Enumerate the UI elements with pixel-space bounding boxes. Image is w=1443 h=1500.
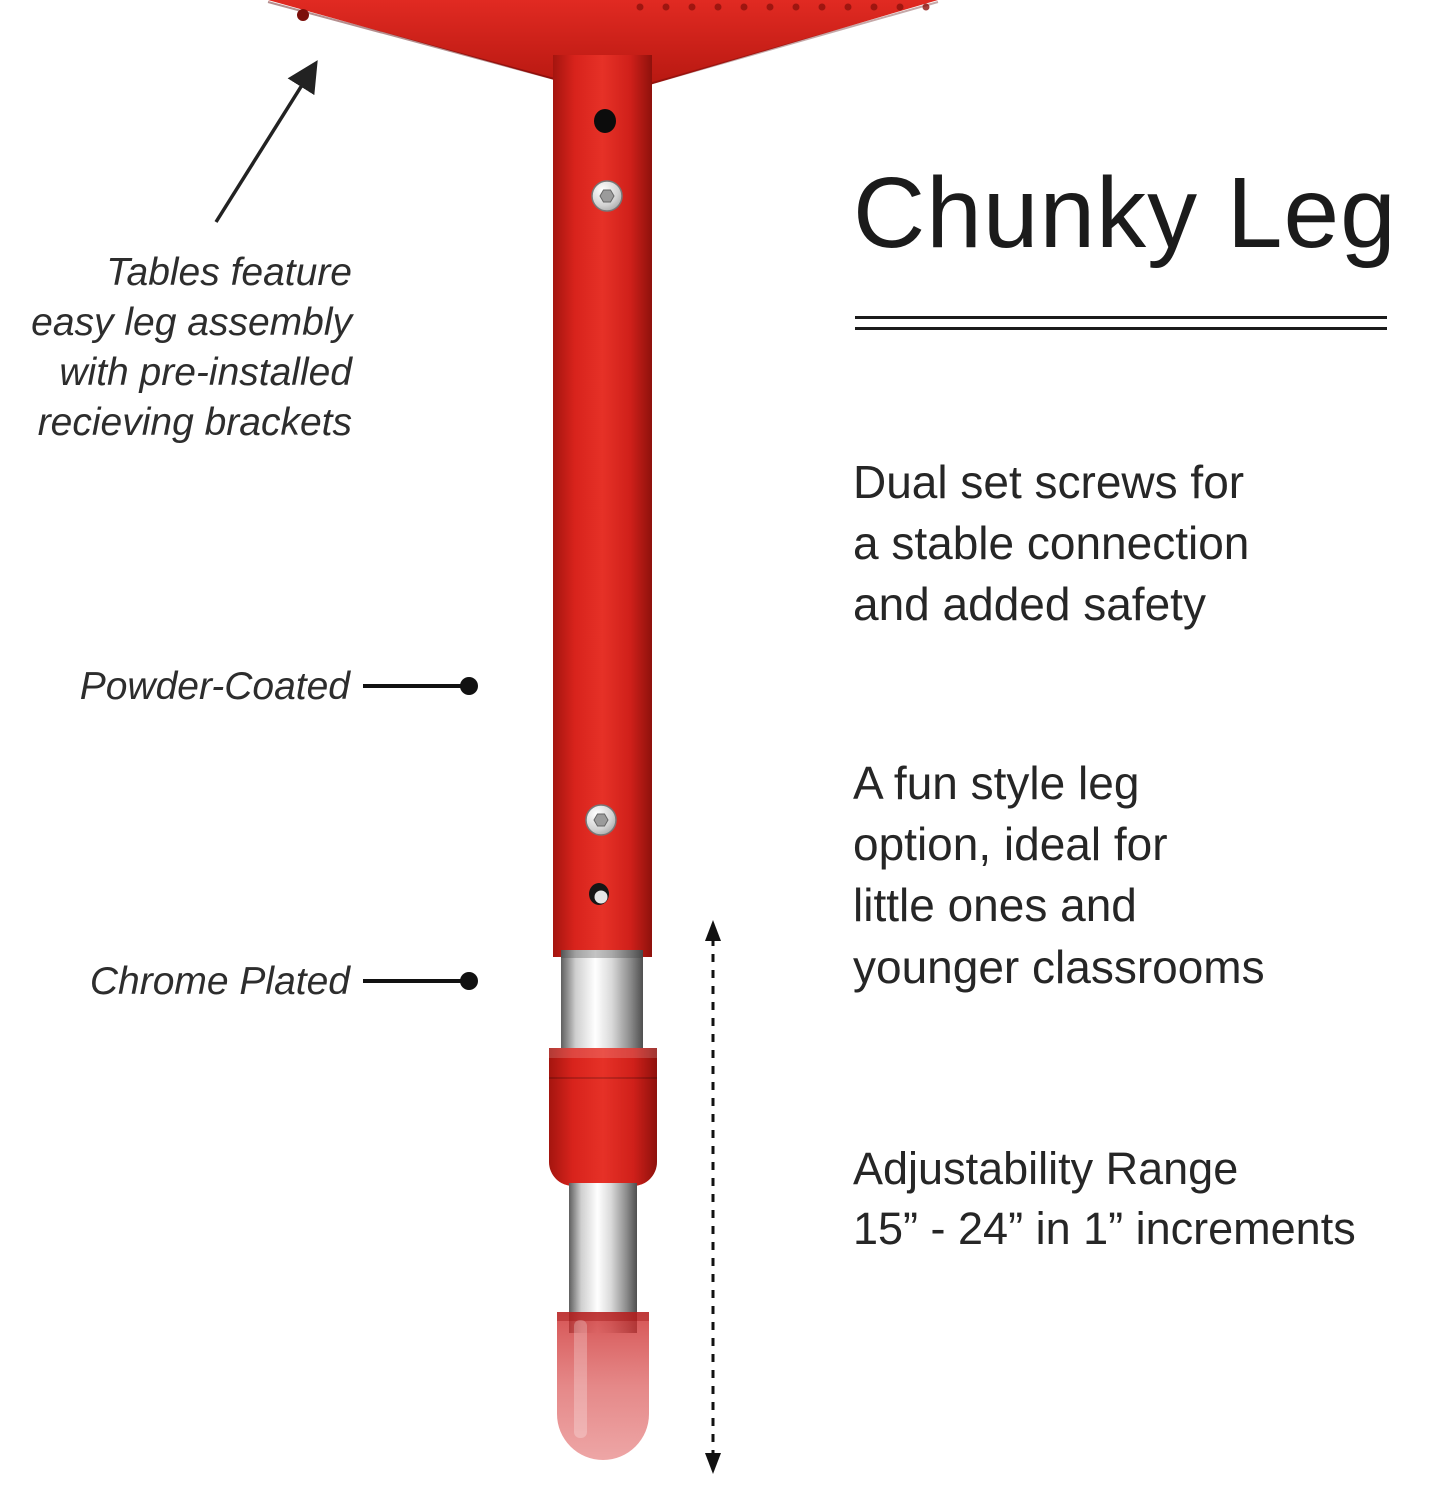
adjustment-collar — [549, 1048, 657, 1186]
feature-fun-style: A fun style leg option, ideal for little… — [853, 757, 1265, 993]
screw-hole-bottom — [589, 883, 609, 905]
chrome-plated-callout — [363, 972, 478, 990]
title-underline — [855, 316, 1387, 330]
mounting-plate — [267, 0, 939, 96]
adjustability-arrow — [705, 920, 721, 1474]
chrome-upper-section — [561, 950, 643, 1060]
foot-cap — [557, 1312, 649, 1460]
powder-coated-label: Powder-Coated — [79, 665, 350, 708]
plate-hole — [297, 9, 309, 21]
feature-dual-screws: Dual set screws for a stable connection … — [853, 456, 1250, 631]
product-title: Chunky Leg — [853, 157, 1397, 269]
chrome-plated-label: Chrome Plated — [89, 960, 350, 1003]
powder-coated-callout — [363, 677, 478, 695]
chrome-plated-callout-dot — [460, 972, 478, 990]
assembly-note: Tables feature easy leg assembly with pr… — [31, 251, 352, 444]
feature-adjustability: Adjustability Range 15” - 24” in 1” incr… — [853, 1143, 1356, 1254]
plate-hole-row — [636, 3, 930, 11]
set-screw-bottom — [585, 804, 617, 836]
powder-coated-callout-dot — [460, 677, 478, 695]
set-screw-top — [591, 180, 623, 212]
chrome-upper-shadow — [561, 950, 643, 958]
chrome-lower-tube — [569, 1183, 637, 1333]
assembly-arrow — [214, 60, 318, 223]
screw-hole-top — [594, 109, 616, 133]
